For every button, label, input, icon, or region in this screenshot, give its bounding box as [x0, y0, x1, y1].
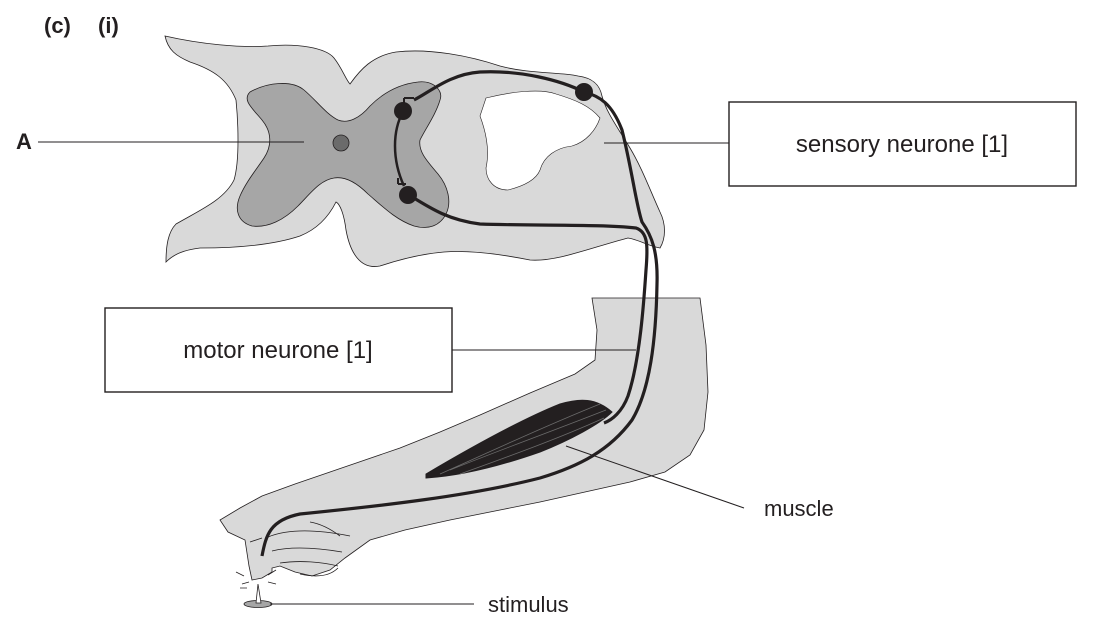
stimulus-pin [256, 584, 261, 603]
motor-cell-body [399, 186, 417, 204]
question-subpart-label: (i) [98, 13, 119, 38]
sensory-cell-body [575, 83, 593, 101]
central-canal [333, 135, 349, 151]
motor-answer-text: motor neurone [1] [183, 337, 372, 364]
muscle-label: muscle [764, 496, 834, 521]
label-a: A [16, 129, 32, 154]
question-part-label: (c) [44, 13, 71, 38]
sensory-answer-text: sensory neurone [1] [796, 131, 1008, 158]
relay-cell-body [394, 102, 412, 120]
stimulus-label: stimulus [488, 592, 569, 617]
